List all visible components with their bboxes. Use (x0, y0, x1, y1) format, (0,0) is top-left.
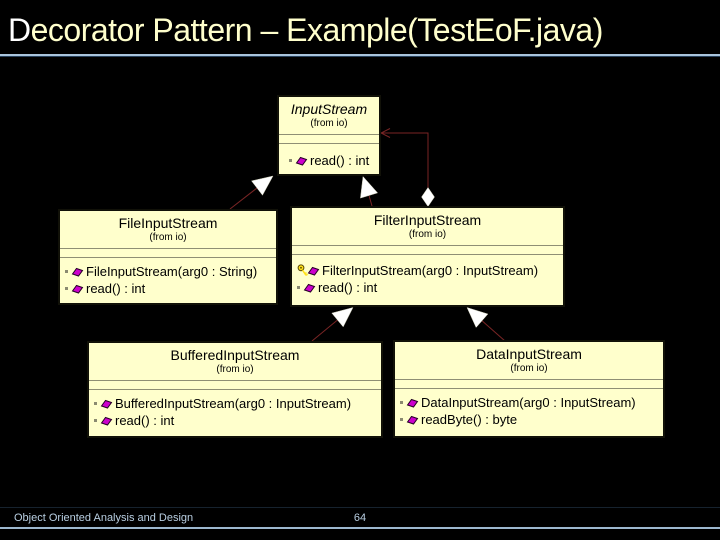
class-box-datainputstream[interactable]: DataInputStream (from io) DataInputStrea… (393, 340, 665, 438)
title-text: ecorator Pattern – Example(TestEoF.java) (30, 12, 604, 48)
aggregation-filterinputstream-of-inputstream (379, 128, 435, 207)
bullet-icon (400, 418, 403, 421)
page-title: Decorator Pattern – Example(TestEoF.java… (8, 10, 603, 50)
method-row: FileInputStream(arg0 : String) (65, 263, 276, 280)
bullet-icon (289, 159, 292, 162)
class-box-fileinputstream[interactable]: FileInputStream (from io) FileInputStrea… (58, 209, 278, 305)
attributes-compartment (60, 248, 276, 258)
footer-page-number: 64 (353, 512, 367, 524)
class-package: (from io) (408, 229, 447, 240)
footer-course-title: Object Oriented Analysis and Design (14, 512, 194, 524)
footer-divider-faint (0, 507, 720, 508)
method-label: FilterInputStream(arg0 : InputStream) (322, 263, 539, 278)
attributes-compartment (395, 379, 663, 389)
aggregation-diamond-icon (421, 187, 435, 207)
open-arrow-icon (379, 128, 391, 138)
methods-compartment: read() : int (279, 144, 379, 169)
class-name: FilterInputStream (373, 212, 482, 228)
method-label: BufferedInputStream(arg0 : InputStream) (115, 396, 352, 411)
method-label: readByte() : byte (421, 412, 518, 427)
generalization-triangle-icon (331, 307, 354, 328)
class-name: BufferedInputStream (170, 347, 300, 363)
methods-compartment: BufferedInputStream(arg0 : InputStream) … (89, 390, 381, 429)
method-icon (100, 416, 113, 426)
generalization-bufferedinputstream-to-filterinputstream (311, 307, 354, 342)
footer-divider (0, 527, 720, 529)
class-name: DataInputStream (476, 346, 582, 362)
methods-compartment: DataInputStream(arg0 : InputStream) read… (395, 389, 663, 428)
method-icon (100, 399, 113, 409)
method-label: read() : int (86, 281, 146, 296)
method-row: read() : int (289, 152, 379, 169)
class-box-bufferedinputstream[interactable]: BufferedInputStream (from io) BufferedIn… (87, 341, 383, 438)
generalization-triangle-icon (251, 175, 274, 196)
method-label: DataInputStream(arg0 : InputStream) (421, 395, 636, 410)
method-row: BufferedInputStream(arg0 : InputStream) (94, 395, 381, 412)
class-box-inputstream[interactable]: InputStream (from io) read() : int (277, 95, 381, 176)
protected-key-icon (297, 264, 309, 276)
class-package: (from io) (310, 118, 348, 129)
generalization-triangle-icon (466, 307, 489, 328)
class-package: (from io) (149, 232, 187, 243)
generalization-fileinputstream-to-inputstream (229, 175, 274, 210)
method-icon (295, 156, 308, 166)
method-label: read() : int (318, 280, 378, 295)
method-row: FilterInputStream(arg0 : InputStream) (297, 262, 563, 279)
method-icon (406, 415, 419, 425)
bullet-icon (400, 401, 403, 404)
title-divider (0, 54, 720, 57)
method-label: FileInputStream(arg0 : String) (86, 264, 258, 279)
method-icon (307, 266, 320, 276)
method-row: read() : int (94, 412, 381, 429)
bullet-icon (65, 287, 68, 290)
method-icon (71, 284, 84, 294)
method-row: readByte() : byte (400, 411, 663, 428)
generalization-datainputstream-to-filterinputstream (466, 307, 506, 342)
bullet-icon (94, 402, 97, 405)
methods-compartment: FileInputStream(arg0 : String) read() : … (60, 258, 276, 297)
bullet-icon (94, 419, 97, 422)
method-icon (406, 398, 419, 408)
generalization-triangle-icon (360, 175, 379, 199)
class-box-filterinputstream[interactable]: FilterInputStream (from io) FilterInputS… (290, 206, 565, 307)
bullet-icon (297, 286, 300, 289)
method-icon (71, 267, 84, 277)
method-icon (303, 283, 316, 293)
class-name: InputStream (290, 101, 368, 117)
class-name: FileInputStream (118, 215, 218, 231)
class-package: (from io) (510, 363, 548, 374)
title-first-letter: D (8, 12, 31, 48)
class-package: (from io) (216, 364, 254, 375)
bullet-icon (65, 270, 68, 273)
methods-compartment: FilterInputStream(arg0 : InputStream) re… (292, 255, 563, 296)
generalization-filterinputstream-to-inputstream (360, 175, 379, 207)
attributes-compartment (89, 380, 381, 390)
attributes-compartment (279, 134, 379, 144)
attributes-compartment (292, 245, 563, 255)
method-label: read() : int (115, 413, 175, 428)
method-row: DataInputStream(arg0 : InputStream) (400, 394, 663, 411)
method-row: read() : int (65, 280, 276, 297)
method-row: read() : int (297, 279, 563, 296)
method-label: read() : int (310, 153, 370, 168)
